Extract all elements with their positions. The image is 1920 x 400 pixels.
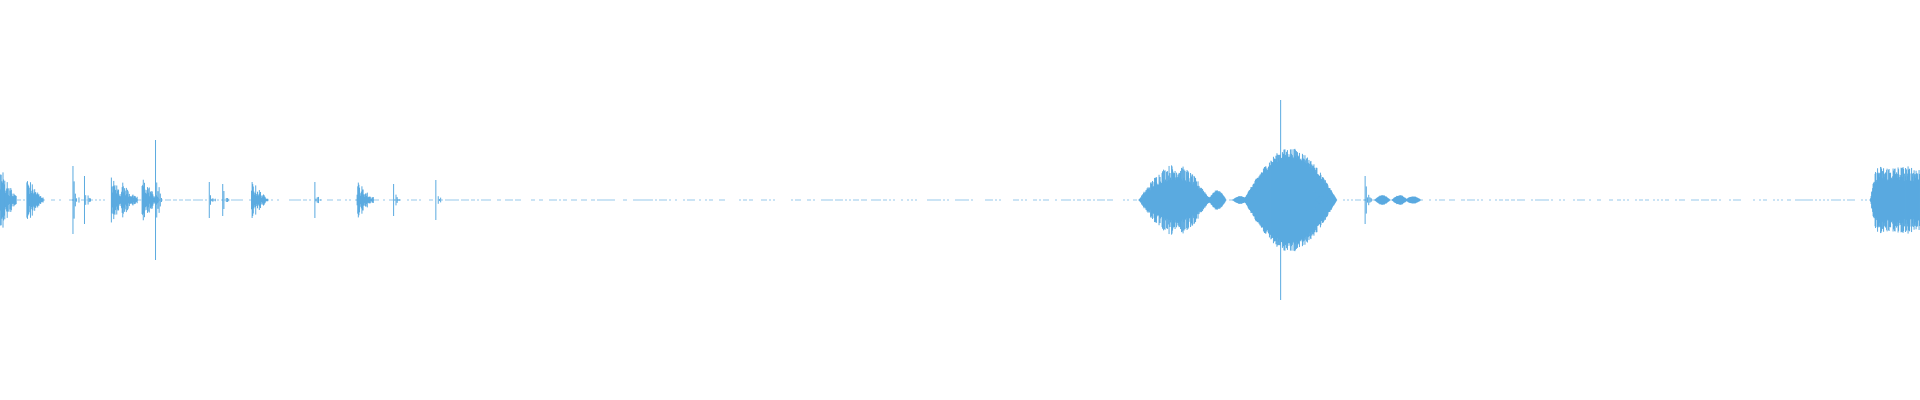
waveform-bars (0, 100, 1920, 300)
